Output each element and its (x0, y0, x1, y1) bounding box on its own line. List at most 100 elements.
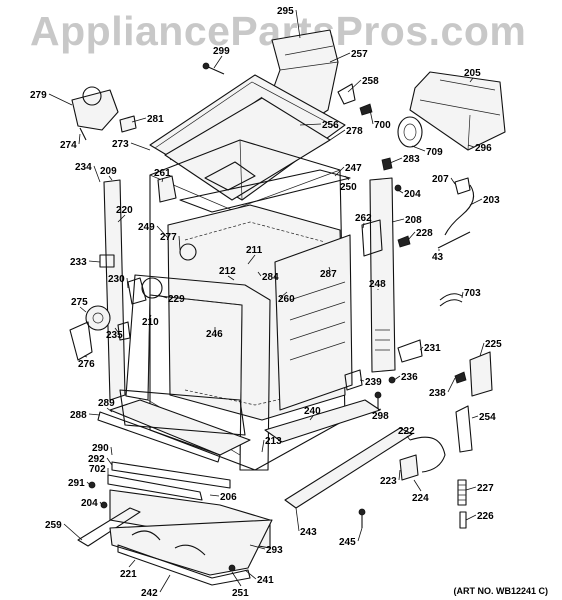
callout-211[interactable]: 211 (246, 245, 263, 256)
callout-273[interactable]: 273 (112, 139, 129, 150)
callout-278[interactable]: 278 (346, 126, 363, 137)
leader-line-277 (178, 235, 181, 251)
part-238 (454, 371, 467, 384)
callout-289[interactable]: 289 (98, 398, 115, 409)
callout-236[interactable]: 236 (401, 372, 418, 383)
callout-247[interactable]: 247 (345, 163, 362, 174)
callout-223[interactable]: 223 (380, 476, 397, 487)
callout-283[interactable]: 283 (403, 154, 420, 165)
leader-line-276 (83, 355, 88, 358)
part-703 (439, 293, 463, 301)
callout-260[interactable]: 260 (278, 294, 295, 305)
part-227 (457, 479, 467, 506)
callout-251[interactable]: 251 (232, 588, 249, 599)
leader-line-295 (295, 9, 301, 39)
leader-line-220 (117, 214, 126, 223)
callout-222[interactable]: 222 (398, 426, 415, 437)
callout-262[interactable]: 262 (355, 213, 372, 224)
callout-259[interactable]: 259 (45, 520, 62, 531)
callout-241[interactable]: 241 (257, 575, 274, 586)
callout-227[interactable]: 227 (477, 483, 494, 494)
callout-225[interactable]: 225 (485, 339, 502, 350)
callout-230[interactable]: 230 (108, 274, 125, 285)
callout-274[interactable]: 274 (60, 140, 77, 151)
callout-296[interactable]: 296 (475, 143, 492, 154)
callout-240[interactable]: 240 (304, 406, 321, 417)
callout-243[interactable]: 243 (300, 527, 317, 538)
callout-702[interactable]: 702 (89, 464, 106, 475)
callout-249[interactable]: 249 (138, 222, 155, 233)
callout-295[interactable]: 295 (277, 6, 294, 17)
leader-line-284 (257, 271, 262, 277)
leader-line-281 (131, 117, 147, 123)
callout-257[interactable]: 257 (351, 49, 368, 60)
callout-233[interactable]: 233 (70, 257, 87, 268)
leader-line-243 (295, 507, 300, 532)
callout-234[interactable]: 234 (75, 162, 92, 173)
callout-212[interactable]: 212 (219, 266, 236, 277)
callout-207[interactable]: 207 (432, 174, 449, 185)
callout-250[interactable]: 250 (340, 182, 357, 193)
callout-43[interactable]: 43 (432, 252, 444, 263)
callout-275[interactable]: 275 (71, 297, 88, 308)
callout-258[interactable]: 258 (362, 76, 379, 87)
callout-204[interactable]: 204 (81, 498, 98, 509)
callout-700[interactable]: 700 (374, 120, 391, 131)
callout-209[interactable]: 209 (100, 166, 117, 177)
callout-239[interactable]: 239 (365, 377, 382, 388)
callout-224[interactable]: 224 (412, 493, 429, 504)
callout-204[interactable]: 204 (404, 189, 421, 200)
callout-284[interactable]: 284 (262, 272, 279, 283)
callout-703[interactable]: 703 (464, 288, 481, 299)
leader-line-213 (261, 439, 265, 453)
callout-228[interactable]: 228 (416, 228, 433, 239)
part-242 (117, 544, 251, 586)
part-228 (397, 235, 411, 248)
leader-line-204 (397, 189, 404, 194)
callout-298[interactable]: 298 (372, 411, 389, 422)
callout-235[interactable]: 235 (106, 330, 123, 341)
part-239 (344, 369, 363, 391)
callout-261[interactable]: 261 (154, 168, 171, 179)
callout-246[interactable]: 246 (206, 329, 223, 340)
callout-290[interactable]: 290 (92, 443, 109, 454)
callout-288[interactable]: 288 (70, 410, 87, 421)
leader-line-290 (110, 446, 113, 456)
callout-256[interactable]: 256 (322, 120, 339, 131)
callout-287[interactable]: 287 (320, 269, 337, 280)
callout-213[interactable]: 213 (265, 436, 282, 447)
callout-245[interactable]: 245 (339, 537, 356, 548)
callout-293[interactable]: 293 (266, 545, 283, 556)
callout-281[interactable]: 281 (147, 114, 164, 125)
leader-line-293 (249, 544, 266, 550)
callout-210[interactable]: 210 (142, 317, 159, 328)
callout-254[interactable]: 254 (479, 412, 496, 423)
callout-206[interactable]: 206 (220, 492, 237, 503)
leader-line-288 (88, 413, 101, 416)
callout-277[interactable]: 277 (160, 232, 177, 243)
callout-221[interactable]: 221 (120, 569, 137, 580)
callout-231[interactable]: 231 (424, 343, 441, 354)
callout-229[interactable]: 229 (168, 294, 185, 305)
part-top-trim (179, 169, 351, 213)
callout-292[interactable]: 292 (88, 454, 105, 465)
callout-248[interactable]: 248 (369, 279, 386, 290)
part-igniter-230 (127, 277, 147, 305)
callout-208[interactable]: 208 (405, 215, 422, 226)
part-drawer-bottom (109, 519, 273, 576)
callout-299[interactable]: 299 (213, 46, 230, 57)
callout-709[interactable]: 709 (426, 147, 443, 158)
callout-205[interactable]: 205 (464, 68, 481, 79)
callout-203[interactable]: 203 (483, 195, 500, 206)
callout-242[interactable]: 242 (141, 588, 158, 599)
callout-labels: 295 299 257 258 205 279 281 274 273 256 278 700 709 2… (30, 6, 502, 599)
leader-line-292 (106, 457, 113, 466)
callout-291[interactable]: 291 (68, 478, 85, 489)
callout-220[interactable]: 220 (116, 205, 133, 216)
leader-line-212 (227, 275, 235, 281)
leader-line-235 (114, 327, 119, 333)
callout-276[interactable]: 276 (78, 359, 95, 370)
callout-238[interactable]: 238 (429, 388, 446, 399)
callout-226[interactable]: 226 (477, 511, 494, 522)
callout-279[interactable]: 279 (30, 90, 47, 101)
